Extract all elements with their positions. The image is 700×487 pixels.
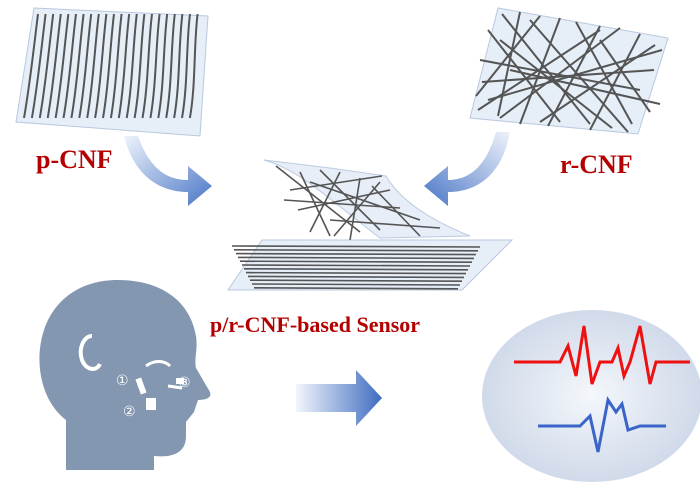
fiber: [188, 13, 199, 119]
aligned-fibers: [23, 13, 199, 119]
fiber: [62, 13, 77, 119]
position-marker-three: ③: [178, 375, 191, 391]
fiber: [125, 13, 138, 119]
sensor-aligned-fibers: [231, 245, 481, 290]
fiber: [109, 13, 123, 119]
sensor-label: p/r-CNF-based Sensor: [210, 312, 421, 337]
fiber: [253, 287, 459, 290]
fiber: [157, 13, 169, 119]
fiber: [38, 13, 55, 119]
r-cnf-sheet: [469, 7, 669, 135]
fiber: [241, 264, 471, 267]
fiber: [141, 13, 153, 119]
fiber: [102, 13, 115, 119]
fiber: [54, 13, 70, 119]
curved-arrow-left: [124, 136, 212, 206]
signal-blue: [538, 396, 666, 453]
fiber: [239, 260, 473, 263]
p-cnf-sheet: [15, 7, 209, 137]
curved-arrow-right: [424, 132, 510, 206]
fiber: [231, 245, 481, 248]
r-cnf-label: r-CNF: [560, 150, 633, 179]
position-marker-one: ①: [116, 373, 129, 389]
fiber: [117, 13, 131, 119]
fiber: [78, 13, 93, 119]
fiber: [149, 13, 161, 119]
signal-bubble: [482, 310, 700, 482]
fiber: [173, 13, 184, 119]
position-marker-two: ②: [123, 404, 136, 420]
signal-red: [514, 325, 690, 385]
fiber: [251, 283, 461, 286]
fiber: [46, 13, 62, 119]
straight-arrow: [296, 370, 382, 426]
fiber: [235, 252, 477, 256]
p-cnf-label: p-CNF: [36, 145, 113, 174]
fiber: [70, 13, 85, 119]
fiber: [181, 13, 191, 119]
fiber: [94, 13, 108, 119]
fiber: [243, 268, 469, 271]
fiber: [23, 13, 39, 119]
fiber: [86, 13, 100, 119]
fiber: [245, 271, 467, 275]
sensor-sheet: [227, 159, 514, 291]
sensor-random-fibers: [275, 165, 441, 241]
fiber: [247, 275, 465, 279]
fiber: [237, 256, 475, 260]
fiber: [233, 249, 479, 252]
human-head: [39, 280, 211, 470]
fiber: [165, 13, 176, 119]
fiber: [249, 279, 463, 282]
random-fibers: [475, 11, 663, 133]
fiber: [30, 13, 47, 119]
fiber: [133, 13, 146, 119]
